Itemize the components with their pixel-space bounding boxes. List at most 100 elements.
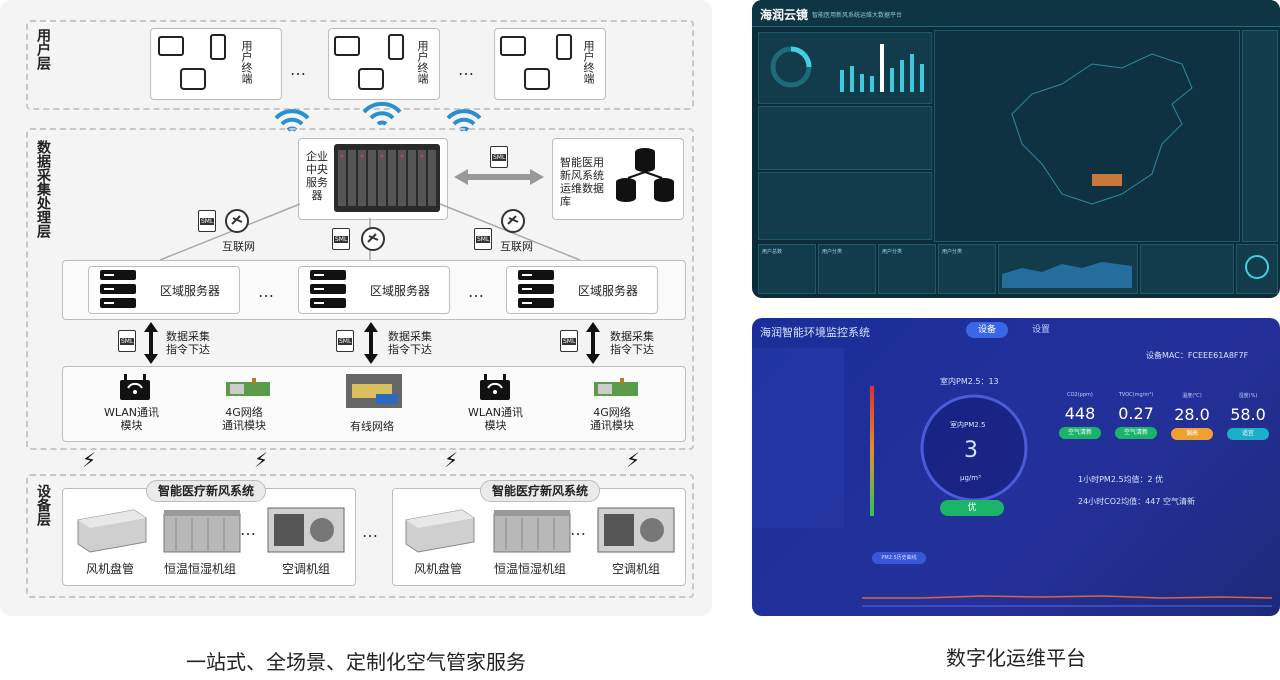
network-port-icon <box>346 374 402 408</box>
metric-status-badge: 空气清新 <box>1115 427 1157 439</box>
server-icon <box>518 270 554 308</box>
tab-settings[interactable]: 设置 <box>1031 325 1050 335</box>
user-layer-label: 用户层 <box>35 28 51 70</box>
data-layer <box>26 128 694 450</box>
desktop-icon <box>500 36 526 56</box>
tab-device[interactable]: 设备 <box>966 322 1008 338</box>
ellipsis: … <box>258 282 276 301</box>
metric-label: CO2(ppm) <box>1067 392 1093 398</box>
ellipsis: … <box>362 522 380 541</box>
fan-coil-image <box>77 509 147 553</box>
server-rack-icon <box>334 144 440 212</box>
fan-coil-label: 风机盘管 <box>414 562 463 576</box>
tablet-icon <box>180 68 206 90</box>
bidirectional-arrow <box>454 169 544 185</box>
server-icon <box>100 270 136 308</box>
ellipsis: … <box>290 60 308 79</box>
right-caption: 数字化运维平台 <box>946 646 1086 670</box>
system-title: 智能医疗新风系统 <box>146 480 266 502</box>
history-line-chart <box>862 595 1272 607</box>
stat-card <box>938 244 996 294</box>
central-server-label: 企业中央服务器 <box>304 150 332 202</box>
server-icon <box>310 270 346 308</box>
chart-tab-active[interactable]: PM2.5历史曲线 <box>872 552 926 564</box>
arrow-shaft <box>149 330 153 354</box>
router-icon <box>480 374 510 400</box>
user-layer <box>26 20 694 110</box>
ac-unit-image <box>597 507 675 553</box>
wired-network-label: 有线网络 <box>350 420 394 433</box>
arrow-up <box>364 322 378 332</box>
data-collect-label: 数据采集 指令下达 <box>610 330 654 356</box>
map-panel <box>934 30 1240 242</box>
power-bolt-icon: ⚡ <box>444 448 459 472</box>
regional-server-label: 区域服务器 <box>370 284 431 298</box>
metric-label: TVOC(mg/m³) <box>1118 392 1154 398</box>
fan-coil-image <box>405 509 475 553</box>
arrow-shaft <box>369 330 373 354</box>
wlan-module-label: WLAN通讯 模块 <box>104 406 160 432</box>
alert-list-panel <box>1140 244 1234 294</box>
area-chart <box>1002 262 1132 288</box>
4g-module-icon <box>226 378 270 396</box>
architecture-diagram: 用户层 用户终端 用户终端 用户终端 … … 数据采集处理层 企业中央服务器 <box>0 0 712 616</box>
metric-card: TVOC(mg/m³) 0.27 空气清新 <box>1110 390 1162 450</box>
ac-unit-label: 空调机组 <box>282 562 331 576</box>
desktop-icon <box>158 36 184 56</box>
stat-card-label: 用户分类 <box>942 249 963 255</box>
device-layer <box>26 474 694 598</box>
internet-icon <box>225 209 249 233</box>
user-terminal-label: 用户终端 <box>416 40 429 84</box>
stat-card <box>878 244 936 294</box>
constant-temp-label: 恒温恒湿机组 <box>494 562 567 576</box>
internet-icon <box>501 209 525 233</box>
left-caption: 一站式、全场景、定制化空气管家服务 <box>186 650 526 674</box>
metric-value: 28.0 <box>1174 405 1210 424</box>
stat-card <box>818 244 876 294</box>
fan-coil-label: 风机盘管 <box>86 562 135 576</box>
ops-dashboard-screenshot: 海润云镜 智能医用新风系统运维大数据平台 用户总数 用户分类 用户分类 用户分类 <box>752 0 1280 298</box>
dashboard-brand: 海润云镜 <box>760 8 809 22</box>
system-title: 智能医疗新风系统 <box>480 480 600 502</box>
document-icon: SML <box>118 330 136 352</box>
ellipsis: … <box>240 520 258 539</box>
document-icon: SML <box>198 210 216 232</box>
wlan-module-label: WLAN通讯 模块 <box>468 406 524 432</box>
dashboard-header <box>752 0 1280 27</box>
phone-icon <box>388 34 404 60</box>
constant-temp-unit-image <box>163 510 241 553</box>
document-icon: SML <box>490 146 508 168</box>
stat-card <box>758 244 816 294</box>
tablet-icon <box>358 68 384 90</box>
power-bolt-icon: ⚡ <box>626 448 641 472</box>
phone-icon <box>556 34 572 60</box>
tablet-icon <box>524 68 550 90</box>
document-icon: SML <box>474 228 492 250</box>
gauge-unit: μg/m³ <box>960 474 981 482</box>
stat-card-label: 用户总数 <box>762 249 783 255</box>
desktop-icon <box>334 36 360 56</box>
gauge-status-badge: 优 <box>940 500 1004 516</box>
stat-card-label: 用户分类 <box>822 249 843 255</box>
router-icon <box>120 374 150 400</box>
document-icon: SML <box>336 330 354 352</box>
bar-chart <box>840 44 924 92</box>
database-icon <box>616 148 674 202</box>
metric-value: 448 <box>1064 404 1096 423</box>
metric-label: 温度(℃) <box>1182 393 1202 399</box>
gauge-panel <box>1236 244 1278 294</box>
arrow-up <box>144 322 158 332</box>
ac-unit-image <box>267 507 345 553</box>
4g-module-icon <box>594 378 638 396</box>
metric-value: 0.27 <box>1118 404 1154 423</box>
china-map <box>1011 53 1193 205</box>
ellipsis: … <box>458 60 476 79</box>
internet-label: 互联网 <box>500 240 533 253</box>
list-panel <box>758 106 932 170</box>
constant-temp-label: 恒温恒湿机组 <box>164 562 237 576</box>
ellipsis: … <box>468 282 486 301</box>
left-sidebar-panel <box>752 348 844 528</box>
